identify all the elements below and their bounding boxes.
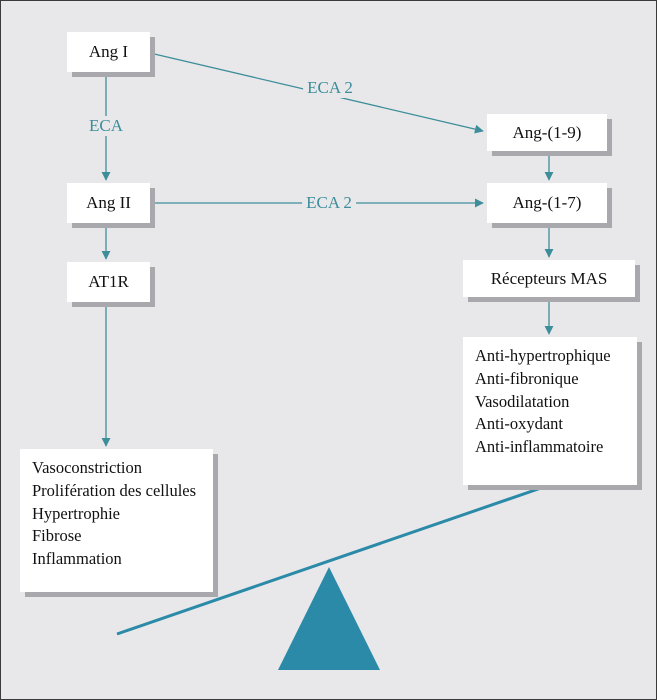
right-effect-item: Anti-hypertrophique — [475, 346, 611, 365]
left-effect-item: Vasoconstriction — [32, 458, 142, 477]
right-effects-box: Anti-hypertrophique Anti-fibronique Vaso… — [463, 337, 637, 485]
node-ang-1-9: Ang-(1-9) — [487, 114, 607, 151]
node-ang-1-7: Ang-(1-7) — [487, 183, 607, 223]
node-mas-receptors: Récepteurs MAS — [463, 260, 635, 297]
eca-label: ECA — [85, 116, 127, 136]
node-at1r: AT1R — [67, 262, 150, 302]
eca2-label-top: ECA 2 — [303, 78, 357, 98]
left-effect-item: Fibrose — [32, 526, 82, 546]
left-effect-item: Inflammation — [32, 549, 122, 569]
balance-fulcrum — [278, 567, 380, 670]
right-effect-item: Anti-oxydant — [475, 414, 563, 434]
right-effect-item: Anti-inflammatoire — [475, 437, 604, 457]
right-effect-item: Vasodilatation — [475, 391, 570, 411]
left-effect-item: Prolifération des cellules — [32, 480, 197, 500]
node-ang-i: Ang I — [67, 32, 150, 72]
right-effect-item: Anti-fibronique — [475, 368, 579, 388]
left-effect-item: Hypertrophie — [32, 503, 120, 523]
left-effects-box: Vasoconstriction Prolifération des cellu… — [20, 449, 213, 592]
balance-beam — [116, 486, 542, 636]
node-ang-ii: Ang II — [67, 183, 150, 223]
eca2-label-middle: ECA 2 — [302, 193, 356, 213]
